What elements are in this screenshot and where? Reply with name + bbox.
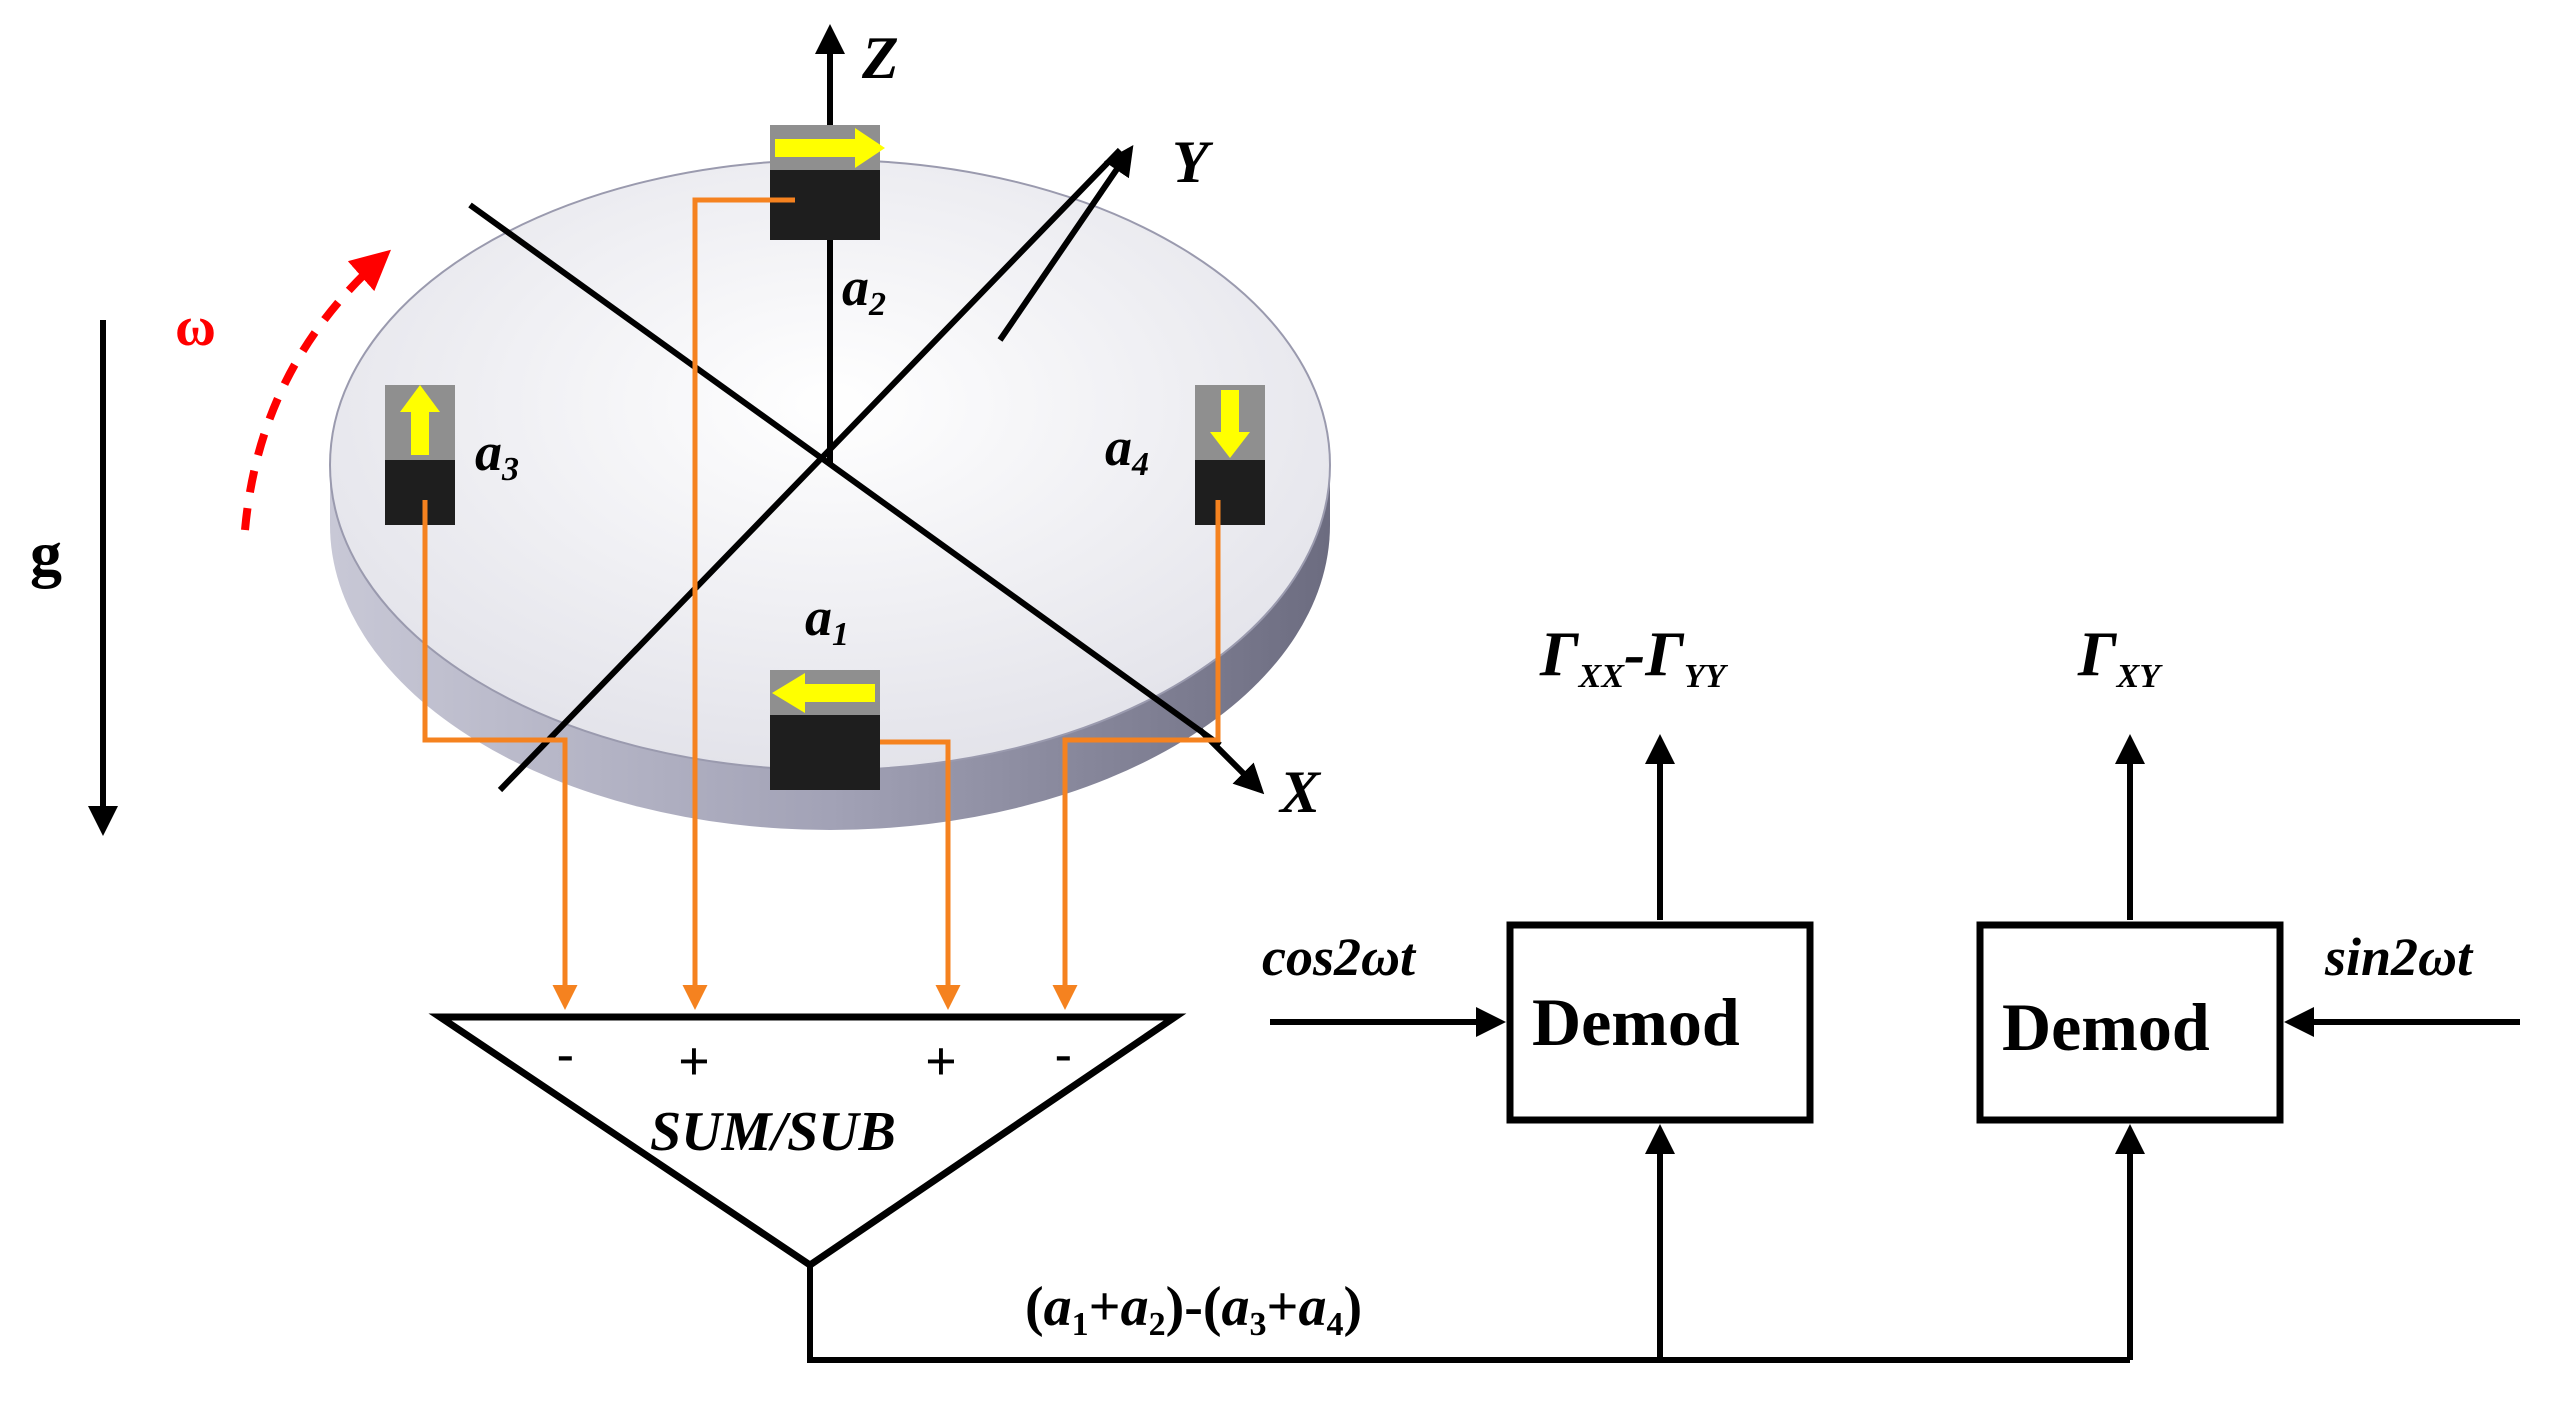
diagonal-line-2 bbox=[497, 147, 1123, 793]
z-axis-label: Z bbox=[861, 25, 899, 91]
accelerometer-a1 bbox=[770, 670, 880, 790]
cos-input-label: cos2ωt bbox=[1262, 927, 1417, 987]
x-axis-label: X bbox=[1278, 759, 1322, 825]
demod-right-label: Demod bbox=[2002, 989, 2210, 1065]
sum-sub-block bbox=[428, 1013, 1187, 1270]
output-bus bbox=[807, 1265, 2130, 1363]
y-axis-arrow bbox=[997, 145, 1134, 342]
wire-a1 bbox=[880, 739, 961, 1010]
sign-plus-1: + bbox=[678, 1031, 710, 1093]
accelerometer-a4 bbox=[1195, 385, 1265, 525]
a3-label: a3 bbox=[475, 422, 519, 488]
sign-plus-2: + bbox=[925, 1031, 957, 1093]
demod-left-block bbox=[1506, 921, 1814, 1124]
gamma-xy-label: ΓXY bbox=[2077, 618, 2163, 695]
sin-input-label: sin2ωt bbox=[2324, 927, 2474, 987]
gamma-xx-yy-label: ΓXX-ΓYY bbox=[1539, 618, 1729, 695]
gravity-label: g bbox=[30, 518, 62, 589]
a2-label: a2 bbox=[842, 257, 886, 323]
y-axis-label: Y bbox=[1172, 129, 1214, 195]
wire-a3 bbox=[422, 500, 578, 1010]
accelerometer-a2 bbox=[770, 125, 885, 240]
demod-left-label: Demod bbox=[1532, 984, 1740, 1060]
sum-sub-label: SUM/SUB bbox=[650, 1101, 896, 1163]
output-expression: (a1+a2)-(a3+a4) bbox=[1025, 1276, 1362, 1343]
sign-minus-2: - bbox=[1055, 1025, 1072, 1081]
sign-minus-1: - bbox=[557, 1025, 574, 1081]
accelerometer-a3 bbox=[385, 385, 455, 525]
a4-label: a4 bbox=[1105, 417, 1149, 483]
demod-right-block bbox=[1976, 921, 2284, 1124]
a1-label: a1 bbox=[805, 587, 849, 653]
omega-label: ω bbox=[175, 296, 216, 358]
wire-a4 bbox=[1052, 500, 1221, 1010]
wire-a2 bbox=[682, 197, 795, 1010]
diagonal-line-1 bbox=[468, 202, 1222, 748]
rotation-arrow bbox=[241, 249, 391, 531]
